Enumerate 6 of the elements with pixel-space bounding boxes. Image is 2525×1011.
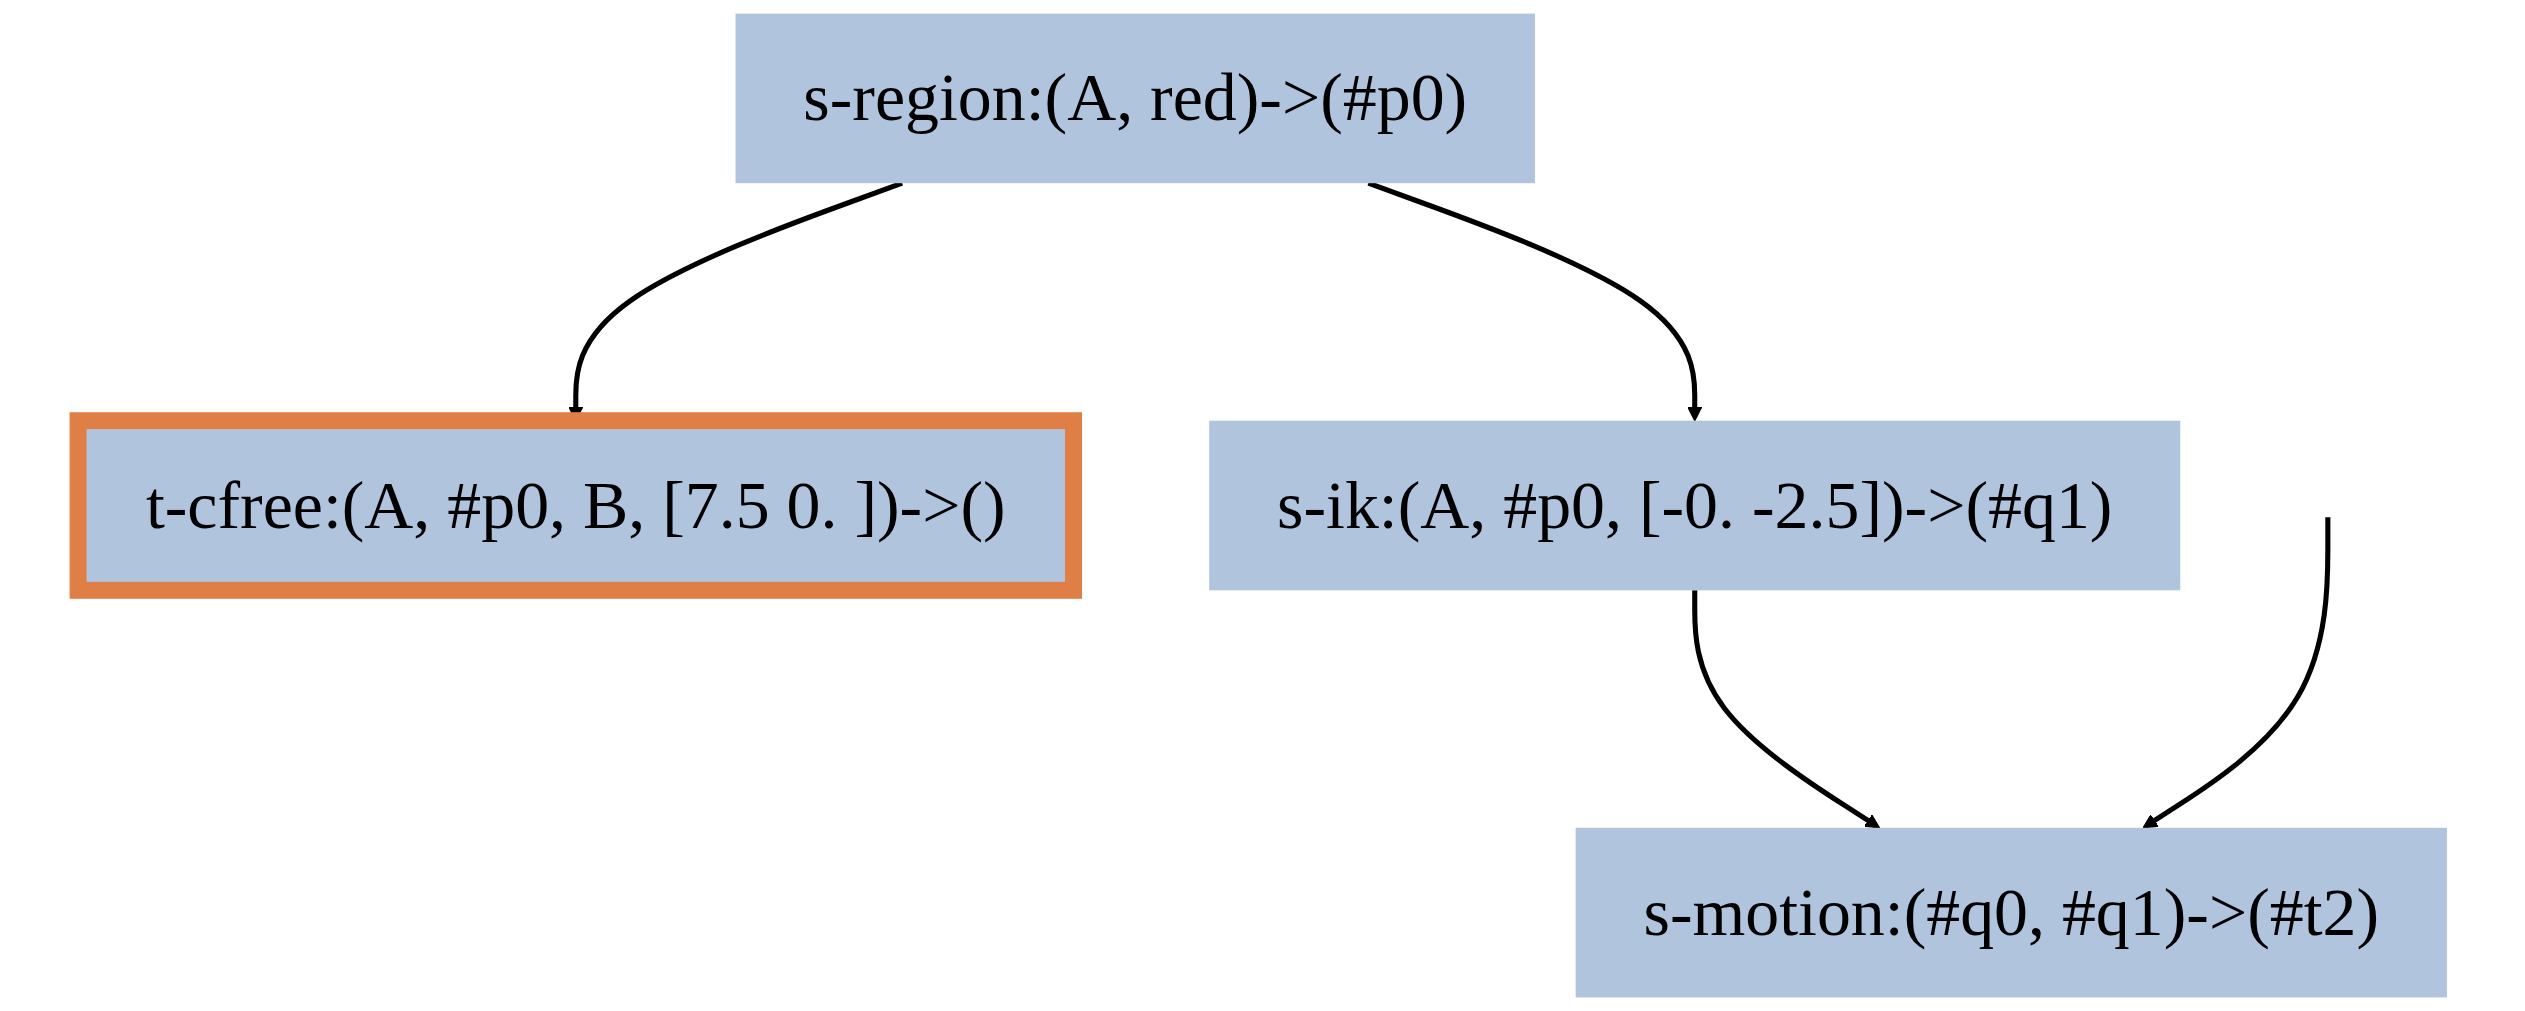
node-box: t-cfree:(A, #p0, B, [7.5 0. ])->() (69, 412, 1082, 599)
arrow (1692, 590, 1881, 829)
node-box: s-motion:(#q0, #q1)->(#t2) (1575, 827, 2447, 998)
arrow (2142, 517, 2331, 829)
node-box: s-region:(A, red)->(#p0) (735, 13, 1535, 184)
node-box: s-ik:(A, #p0, [-0. -2.5])->(#q1) (1209, 420, 2181, 591)
